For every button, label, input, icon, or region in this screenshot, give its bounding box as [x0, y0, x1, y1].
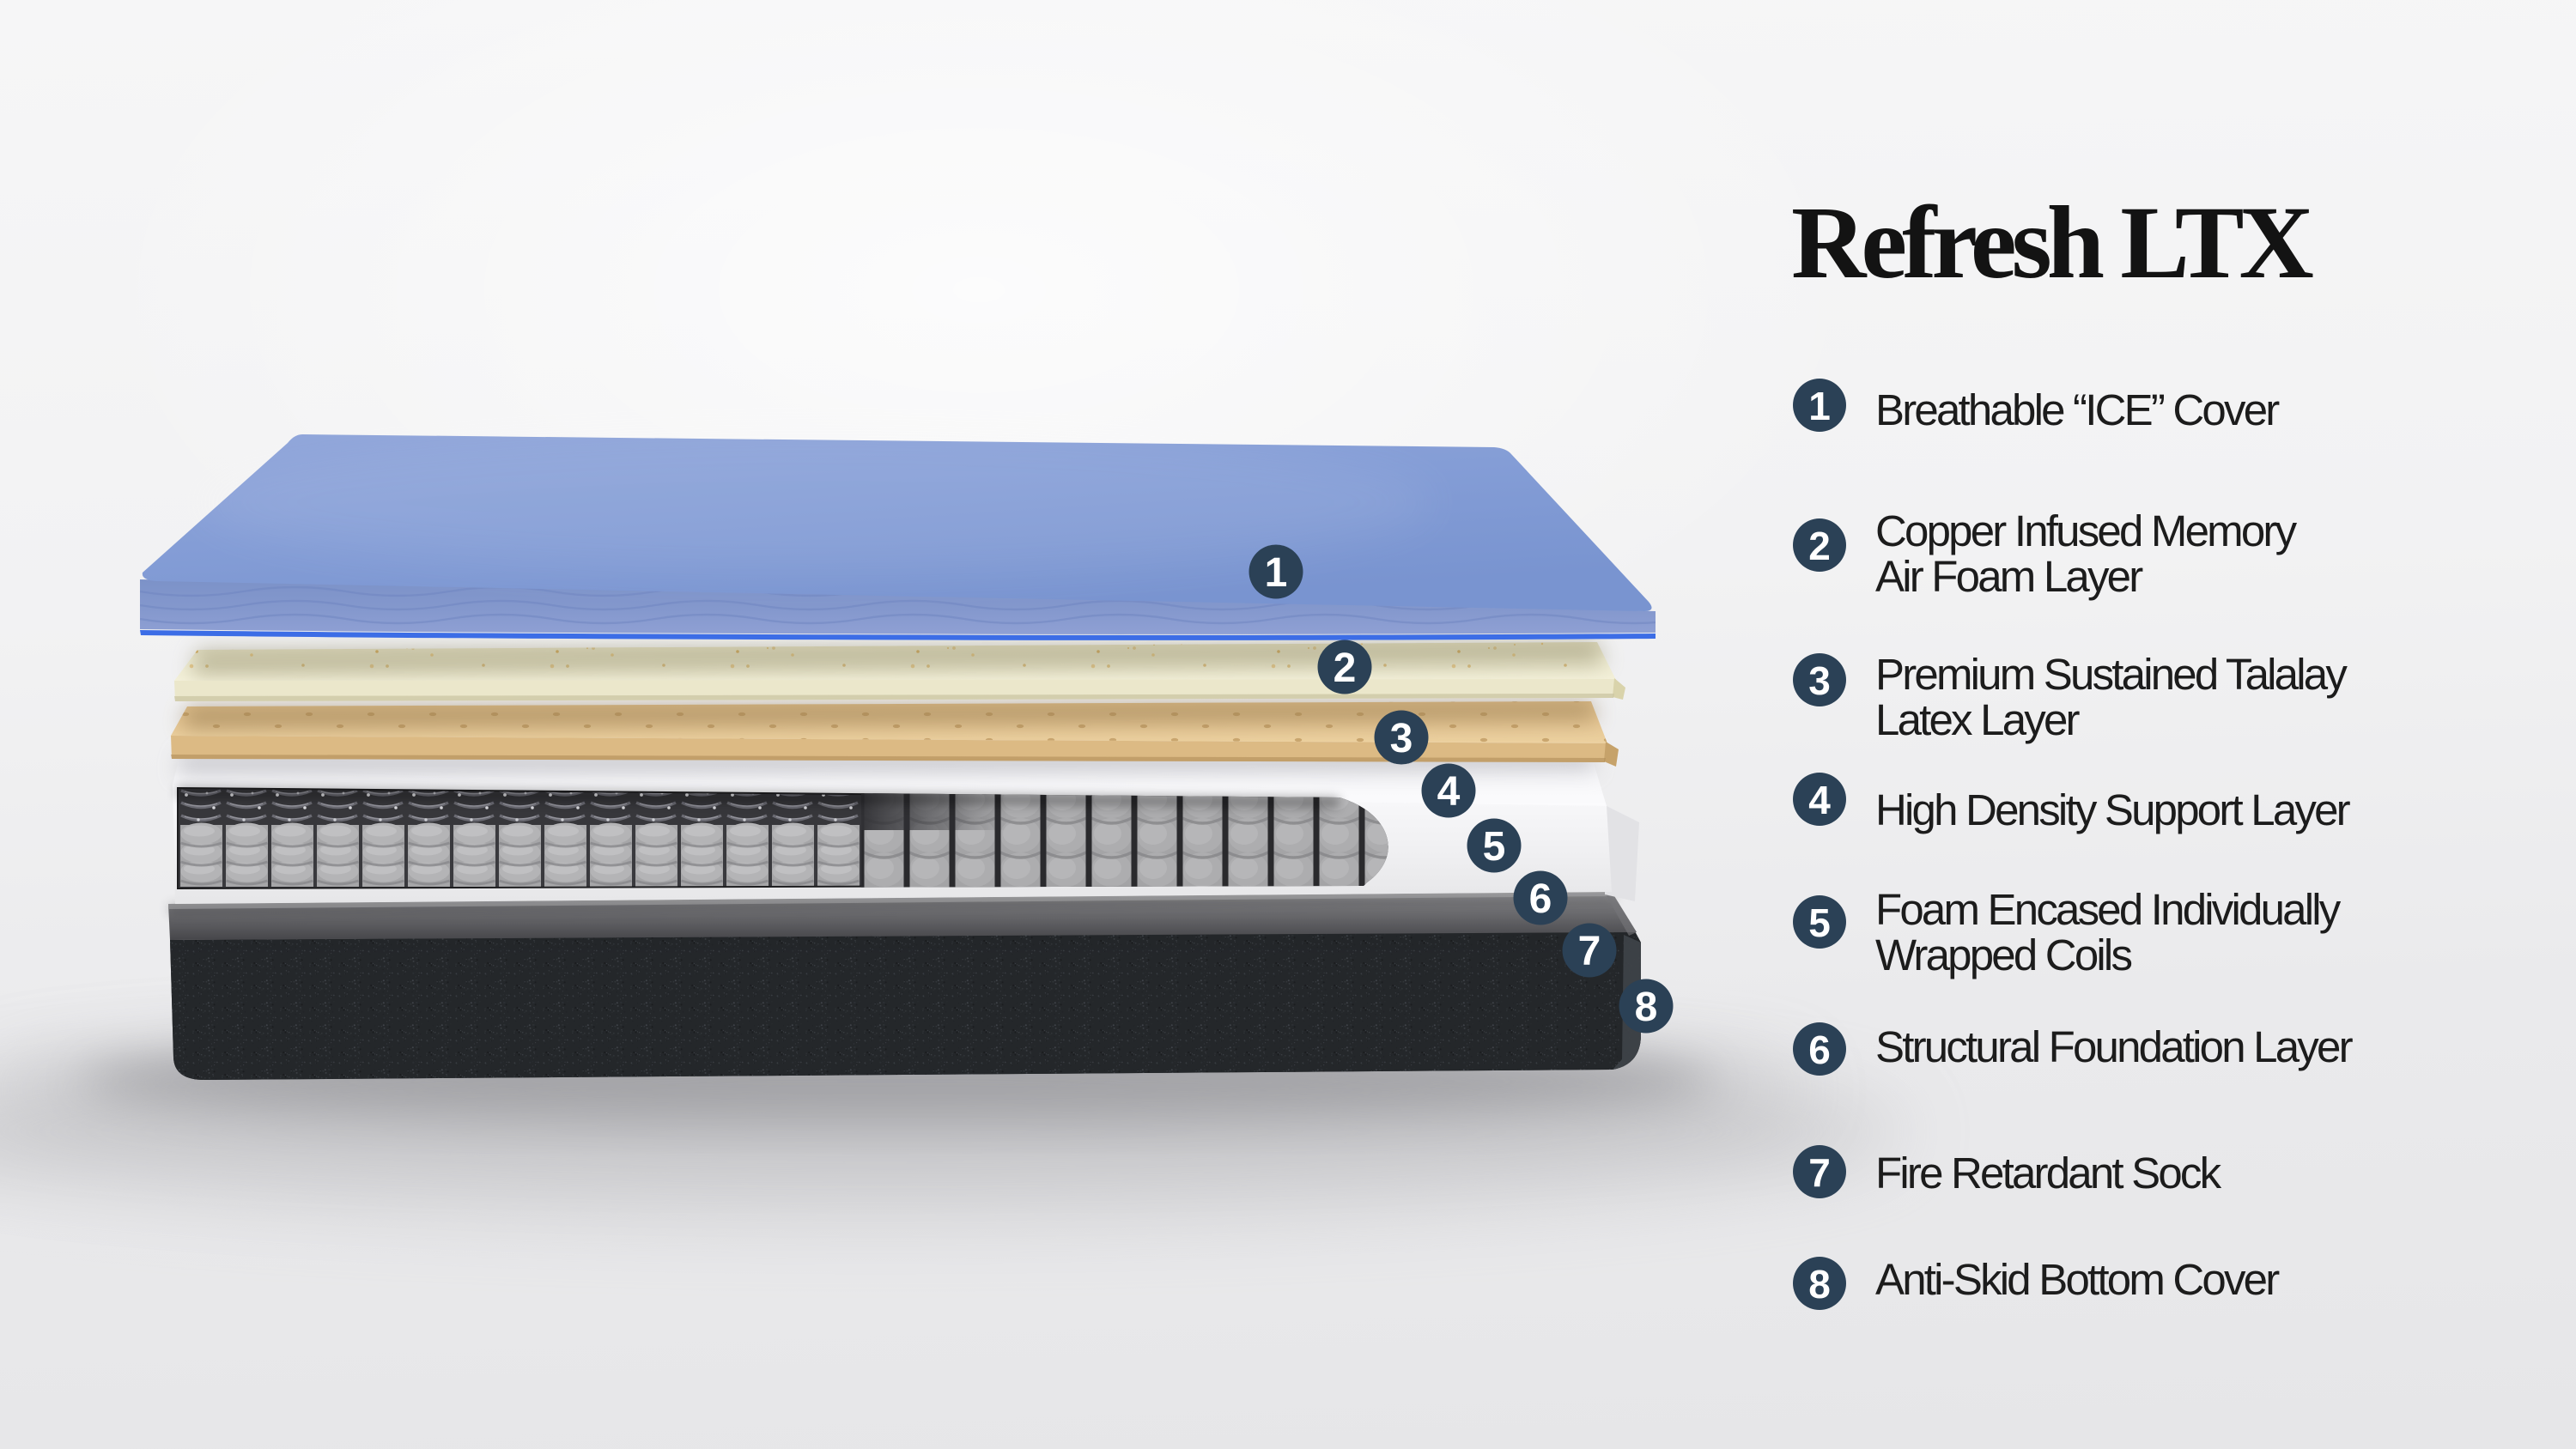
svg-text:1: 1: [1265, 550, 1288, 596]
svg-text:8: 8: [1635, 985, 1658, 1030]
svg-text:2: 2: [1334, 646, 1357, 691]
svg-text:7: 7: [1578, 929, 1601, 974]
svg-text:5: 5: [1483, 824, 1506, 870]
svg-text:3: 3: [1390, 716, 1413, 761]
svg-text:4: 4: [1437, 769, 1461, 815]
svg-text:6: 6: [1529, 876, 1552, 922]
